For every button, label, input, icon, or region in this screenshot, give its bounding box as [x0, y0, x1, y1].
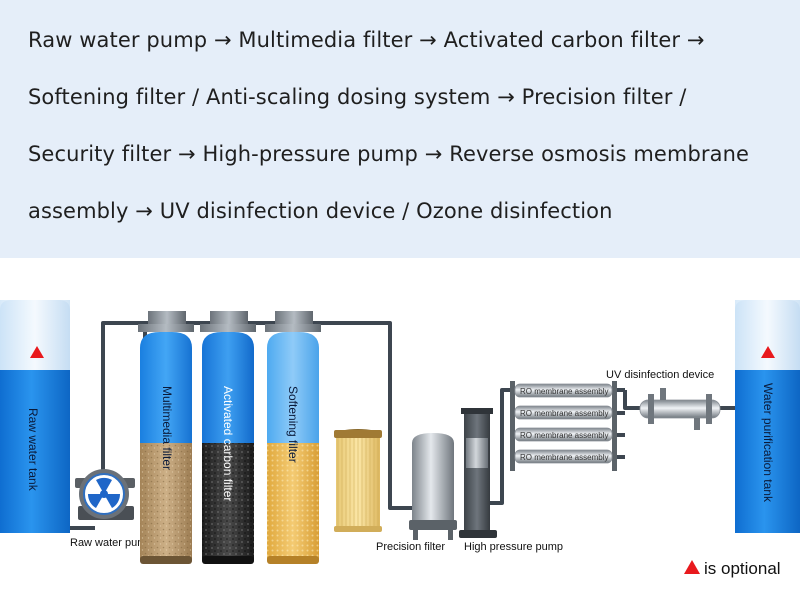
raw-water-tank: Raw water tank — [0, 300, 70, 533]
legend-label: is optional — [704, 559, 781, 578]
ro-membrane-rack: RO membrane assembly RO membrane assembl… — [510, 381, 617, 471]
process-diagram: Raw water tank Raw water pump Multimedia… — [0, 300, 800, 578]
ro-membrane-label: RO membrane assembly — [520, 387, 608, 396]
flow-text-line-3: Security filter → High-pressure pump → R… — [28, 142, 750, 166]
flow-text-line-4: assembly → UV disinfection device / Ozon… — [28, 199, 613, 223]
ro-membrane-3: RO membrane assembly — [514, 427, 613, 442]
uv-disinfection-device: UV disinfection device — [606, 369, 721, 430]
softening-filter-label: Softening filter — [286, 386, 300, 463]
raw-water-pump: Raw water pump — [70, 469, 153, 549]
ro-membrane-2: RO membrane assembly — [514, 405, 613, 420]
flow-text-line-2: Softening filter / Anti-scaling dosing s… — [28, 85, 687, 109]
precision-filter-label: Precision filter — [376, 541, 445, 553]
multimedia-filter: Multimedia filter — [138, 311, 194, 564]
precision-filter-housing: Precision filter — [376, 433, 457, 553]
ro-membrane-label: RO membrane assembly — [520, 431, 608, 440]
legend: is optional — [684, 559, 781, 578]
high-pressure-pump: High pressure pump — [459, 408, 563, 553]
legend-triangle-icon — [684, 560, 700, 574]
optional-marker-triangle-icon — [761, 346, 775, 358]
high-pressure-pump-label: High pressure pump — [464, 541, 563, 553]
ro-membrane-1: RO membrane assembly — [514, 383, 613, 398]
flow-text-line-1: Raw water pump → Multimedia filter → Act… — [28, 28, 705, 52]
water-purification-tank: Water purification tank — [735, 300, 800, 533]
uv-device-label: UV disinfection device — [606, 369, 714, 381]
ro-membrane-label: RO membrane assembly — [520, 453, 608, 462]
ro-membrane-label: RO membrane assembly — [520, 409, 608, 418]
ro-membrane-4: RO membrane assembly — [514, 449, 613, 464]
activated-carbon-filter: Activated carbon filter — [200, 311, 256, 564]
activated-carbon-filter-label: Activated carbon filter — [221, 386, 235, 501]
raw-water-tank-label: Raw water tank — [26, 408, 40, 492]
softening-filter: Softening filter — [265, 311, 321, 564]
radiation-icon — [87, 477, 121, 508]
raw-water-pump-label: Raw water pump — [70, 537, 153, 549]
multimedia-filter-label: Multimedia filter — [160, 386, 174, 470]
optional-marker-triangle-icon — [30, 346, 44, 358]
precision-filter-cartridge — [334, 429, 382, 532]
water-purification-tank-label: Water purification tank — [761, 383, 775, 503]
flow-description-banner: Raw water pump → Multimedia filter → Act… — [0, 0, 800, 258]
